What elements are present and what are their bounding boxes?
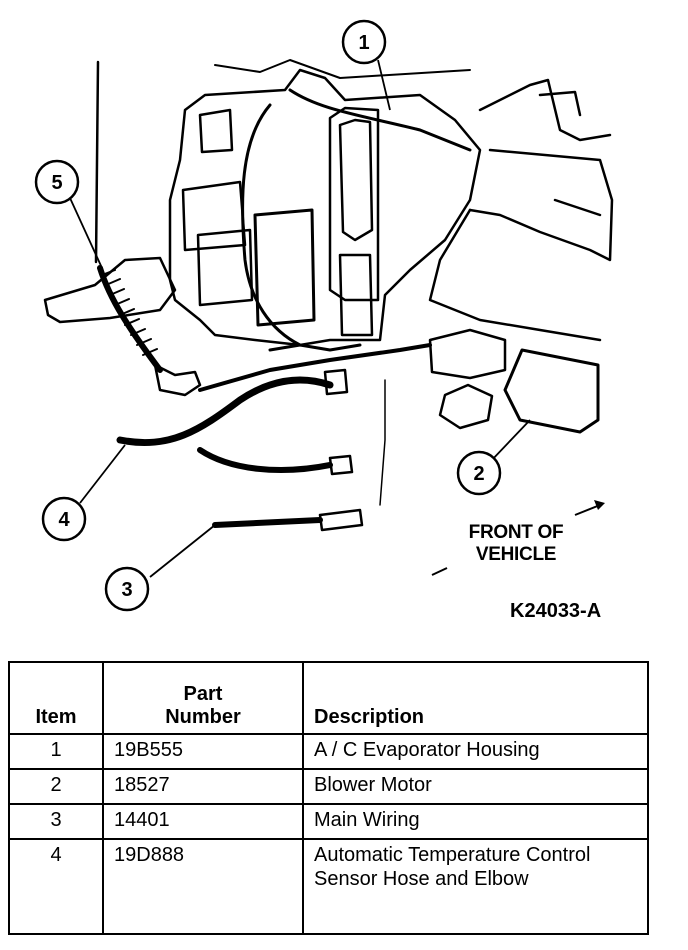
callout-leader-1 [377, 59, 391, 111]
header-part-number: Part Number [102, 661, 304, 735]
sensor-hose [212, 517, 323, 528]
housing-box [181, 180, 247, 252]
module-box [253, 208, 316, 327]
callout-leader-5 [69, 197, 103, 269]
figure-code: K24033-A [510, 600, 602, 622]
front-arrow-tail [431, 567, 448, 576]
coiled-hose [97, 265, 163, 373]
front-label-line1: FRONT OF [468, 522, 564, 543]
header-part-line2: Number [165, 706, 241, 728]
cell-part-number: 19B555 [102, 733, 304, 770]
diagram-illustration: 1 2 3 4 5 [34, 19, 614, 612]
cell-item: 2 [8, 768, 104, 805]
callout-leader-4 [79, 444, 126, 504]
callout-number: 4 [58, 509, 70, 531]
header-part-line1: Part [183, 683, 223, 705]
housing-panel [328, 106, 380, 302]
elbow [153, 363, 202, 397]
table-row: 4 19D888 Automatic Temperature Control S… [8, 838, 649, 935]
header-item: Item [8, 661, 104, 735]
main-harness [116, 376, 334, 447]
callout-leader-2 [489, 419, 531, 463]
housing-left-edge [94, 60, 100, 264]
callout-4: 4 [41, 496, 87, 542]
front-of-vehicle-label: FRONT OF VEHICLE [446, 522, 586, 566]
cell-description: Automatic Temperature Control Sensor Hos… [302, 838, 649, 935]
cell-description: A / C Evaporator Housing [302, 733, 649, 770]
front-label-line2: VEHICLE [475, 544, 557, 565]
cell-part-number: 19D888 [102, 838, 304, 935]
callout-5: 5 [34, 159, 80, 205]
cell-part-number: 18527 [102, 768, 304, 805]
callout-number: 1 [358, 32, 369, 54]
table-row: 1 19B555 A / C Evaporator Housing [8, 733, 649, 770]
callout-number: 5 [51, 172, 62, 194]
callout-leader-3 [149, 524, 216, 578]
cell-description: Blower Motor [302, 768, 649, 805]
callout-2: 2 [456, 450, 502, 496]
table-row: 2 18527 Blower Motor [8, 768, 649, 805]
cell-item: 3 [8, 803, 104, 840]
cell-item: 1 [8, 733, 104, 770]
table-header-row: Item Part Number Description [8, 661, 649, 735]
dash-top-line [214, 59, 471, 79]
callout-3: 3 [104, 566, 150, 612]
callout-1: 1 [341, 19, 387, 65]
callout-number: 3 [121, 579, 132, 601]
cell-item: 4 [8, 838, 104, 935]
cell-description: Main Wiring [302, 803, 649, 840]
dash-structure [478, 78, 612, 142]
front-arrow-line [574, 504, 601, 516]
evaporator-housing-outline [168, 68, 482, 347]
table-row: 3 14401 Main Wiring [8, 803, 649, 840]
blower-connector [428, 328, 507, 380]
cell-part-number: 14401 [102, 803, 304, 840]
front-arrow-icon [594, 500, 605, 510]
header-description: Description [302, 661, 649, 735]
blower-motor [503, 348, 600, 434]
callout-number: 2 [473, 463, 484, 485]
parts-table: Item Part Number Description 1 19B555 A … [8, 661, 649, 935]
